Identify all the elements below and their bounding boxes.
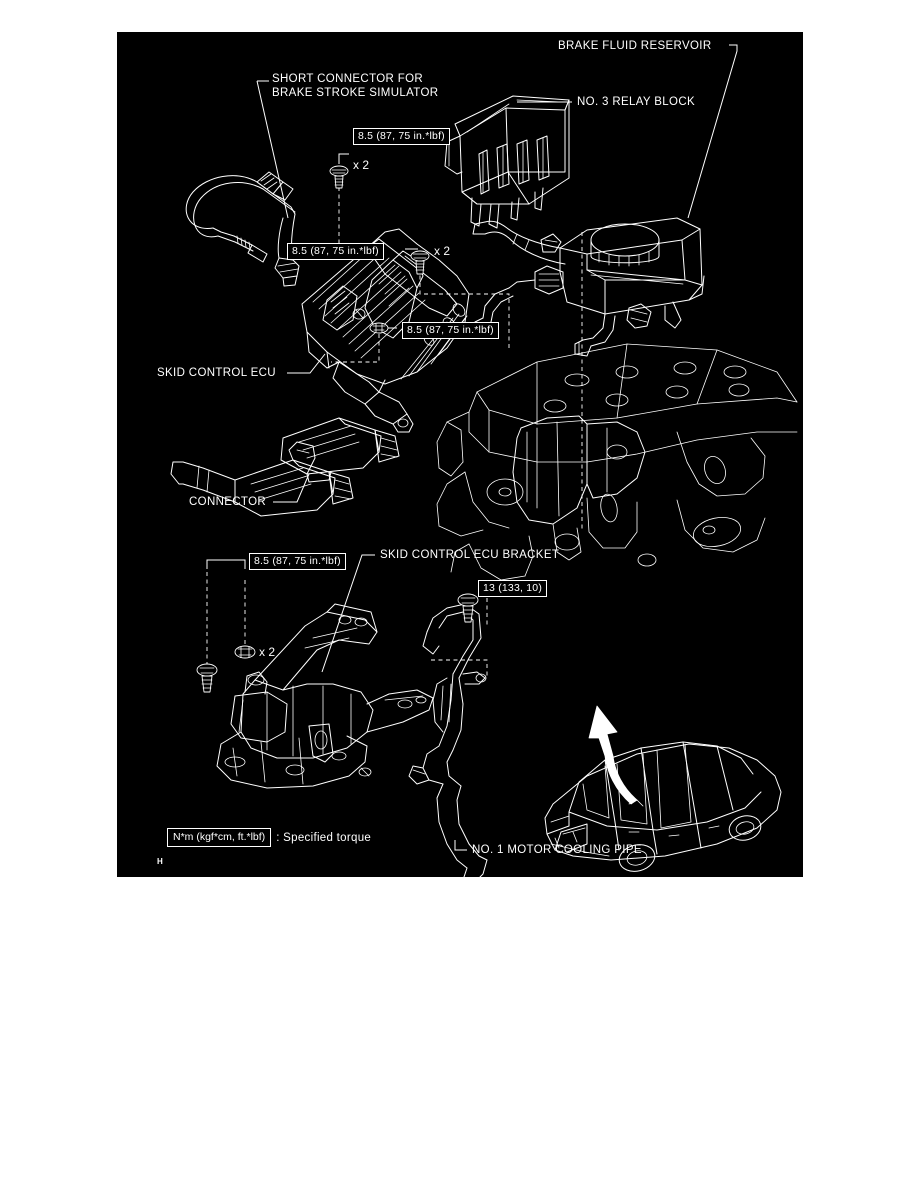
callout-label-connector: CONNECTOR xyxy=(189,496,267,508)
legend-description: : Specified torque xyxy=(276,831,372,844)
torque-spec-bracket-nuts: 8.5 (87, 75 in.*lbf) xyxy=(249,553,346,570)
legend-specified-torque: N*m (kgf*cm, ft.*lbf) : Specified torque xyxy=(167,828,371,847)
bolt-cooling-pipe xyxy=(457,593,479,623)
skid-control-ecu-bracket xyxy=(216,603,434,789)
callout-label-no-3-relay-block: NO. 3 RELAY BLOCK xyxy=(577,96,696,108)
vehicle-location-illustration xyxy=(544,705,782,872)
torque-spec-ecu-nut: 8.5 (87, 75 in.*lbf) xyxy=(402,322,499,339)
no-1-motor-cooling-pipe xyxy=(408,603,488,877)
brake-fluid-reservoir xyxy=(472,217,705,357)
callout-label-no-1-motor-cooling-pipe: NO. 1 MOTOR COOLING PIPE xyxy=(472,844,642,856)
assembly-dashed-lines xyxy=(206,153,583,676)
bolt-reservoir xyxy=(410,250,430,275)
callout-label-skid-control-ecu: SKID CONTROL ECU xyxy=(157,367,276,379)
quantity-reservoir-bolts: x 2 xyxy=(434,244,451,258)
connector-assembly xyxy=(170,417,400,517)
bolt-ecu-upper xyxy=(329,165,349,189)
torque-spec-reservoir-bolts: 8.5 (87, 75 in.*lbf) xyxy=(287,243,384,260)
short-connector-brake-stroke-simulator xyxy=(185,171,300,287)
exploded-view-illustration xyxy=(170,44,798,877)
quantity-ecu-upper-bolts: x 2 xyxy=(353,158,370,172)
nut-bracket xyxy=(234,645,256,659)
quantity-bracket-nuts: x 2 xyxy=(259,645,276,659)
bolt-bracket xyxy=(196,663,218,693)
no-3-relay-block xyxy=(444,95,570,229)
page-corner-mark: H xyxy=(157,857,163,866)
torque-spec-ecu-upper-bolts: 8.5 (87, 75 in.*lbf) xyxy=(353,128,450,145)
callout-label-skid-control-ecu-bracket: SKID CONTROL ECU BRACKET xyxy=(380,549,560,561)
legend-unit-box: N*m (kgf*cm, ft.*lbf) xyxy=(167,828,272,847)
callout-label-brake-fluid-reservoir: BRAKE FLUID RESERVOIR xyxy=(558,40,712,52)
torque-spec-cooling-pipe-bolt: 13 (133, 10) xyxy=(478,580,548,597)
vehicle-body-mounting-area xyxy=(436,343,798,581)
nut-ecu xyxy=(369,322,389,334)
